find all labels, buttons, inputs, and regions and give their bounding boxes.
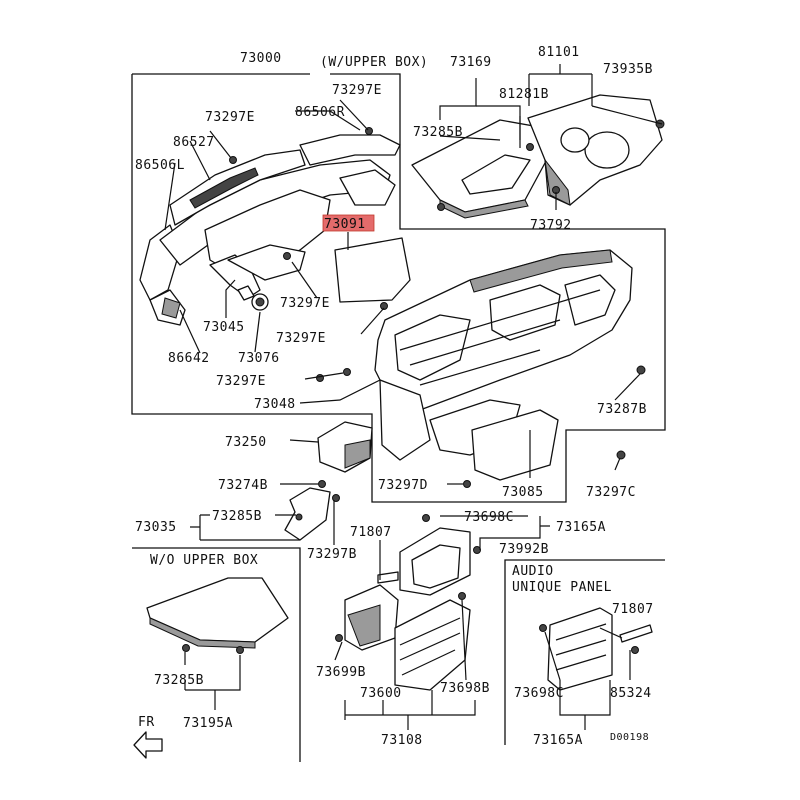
clip-icon	[458, 592, 466, 600]
label-73285b: 73285B	[212, 509, 262, 524]
label-audio: AUDIO	[512, 564, 554, 579]
clip-icon	[335, 634, 343, 642]
label-86506l: 86506L	[135, 158, 185, 173]
label-w-upper-box: (W/UPPER BOX)	[320, 55, 428, 70]
label-fr: FR	[138, 715, 155, 730]
label-73250: 73250	[225, 435, 267, 450]
label-73285b: 73285B	[154, 673, 204, 688]
label-73698b: 73698B	[440, 681, 490, 696]
label-73992b: 73992B	[499, 542, 549, 557]
label-73048: 73048	[254, 397, 296, 412]
label-73935b: 73935B	[603, 62, 653, 77]
label-85324: 85324	[610, 686, 652, 701]
label-73297e: 73297E	[216, 374, 266, 389]
label-d00198: D00198	[610, 732, 649, 743]
label-73297e: 73297E	[280, 296, 330, 311]
clip-icon	[332, 494, 340, 502]
label-73085: 73085	[502, 485, 544, 500]
label-86642: 86642	[168, 351, 210, 366]
label-73699b: 73699B	[316, 665, 366, 680]
main-assembly-frame	[131, 73, 666, 503]
label-wo-upper-box: W/O UPPER BOX	[150, 553, 258, 568]
console-bracket	[344, 584, 399, 651]
audio-unique-panel	[547, 607, 613, 691]
cover-panel	[146, 577, 289, 649]
audio-panel-frame	[504, 559, 665, 745]
label-73698c: 73698C	[464, 510, 514, 525]
label-73045: 73045	[203, 320, 245, 335]
label-73297e: 73297E	[332, 83, 382, 98]
label-73297e: 73297E	[276, 331, 326, 346]
clip-icon	[422, 514, 430, 522]
upper-box-lid	[411, 119, 553, 219]
label-86506r: 86506R	[295, 105, 345, 120]
clip-icon	[631, 646, 639, 654]
center-panel	[399, 527, 471, 596]
label-73297b: 73297B	[307, 547, 357, 562]
label-73698c: 73698C	[514, 686, 564, 701]
clip-icon	[437, 203, 445, 211]
duct-assembly	[139, 134, 401, 326]
clip-icon	[236, 646, 244, 654]
label-73287b: 73287B	[597, 402, 647, 417]
label-73169: 73169	[450, 55, 492, 70]
front-arrow-icon	[133, 731, 163, 759]
side-trim-panel	[284, 487, 331, 541]
label-73297d: 73297D	[378, 478, 428, 493]
label-81281b: 81281B	[499, 87, 549, 102]
label-73091: 73091	[324, 217, 366, 232]
label-73285b: 73285B	[413, 125, 463, 140]
clip-icon	[463, 480, 471, 488]
harness-plug	[377, 571, 399, 584]
label-73165a: 73165A	[556, 520, 606, 535]
clip-icon	[182, 644, 190, 652]
label-73297e: 73297E	[205, 110, 255, 125]
clip-icon	[343, 368, 351, 376]
glove-box-bracket	[317, 421, 373, 473]
clip-icon	[318, 480, 326, 488]
label-73035: 73035	[135, 520, 177, 535]
wo-upper-box-frame	[132, 547, 301, 762]
label-73195a: 73195A	[183, 716, 233, 731]
label-unique-panel: UNIQUE PANEL	[512, 580, 612, 595]
label-73165a: 73165A	[533, 733, 583, 748]
clip-icon	[295, 513, 303, 521]
label-86527: 86527	[173, 135, 215, 150]
label-81101: 81101	[538, 45, 580, 60]
label-73792: 73792	[530, 218, 572, 233]
highlight-box	[322, 214, 375, 232]
label-71807: 71807	[612, 602, 654, 617]
label-73600: 73600	[360, 686, 402, 701]
instrument-panel-body	[334, 237, 633, 481]
label-73274b: 73274B	[218, 478, 268, 493]
clip-icon	[526, 143, 534, 151]
label-73076: 73076	[238, 351, 280, 366]
leader-lines	[164, 64, 663, 730]
label-71807: 71807	[350, 525, 392, 540]
label-73297c: 73297C	[586, 485, 636, 500]
screw-icon	[616, 450, 626, 460]
audio-housing	[394, 599, 471, 691]
label-73108: 73108	[381, 733, 423, 748]
screw-icon	[636, 365, 646, 375]
label-73000: 73000	[240, 51, 282, 66]
harness-plug	[619, 624, 653, 643]
bolt-icon	[229, 127, 388, 382]
instrument-cluster-panel	[527, 94, 663, 206]
clip-icon	[539, 624, 547, 632]
